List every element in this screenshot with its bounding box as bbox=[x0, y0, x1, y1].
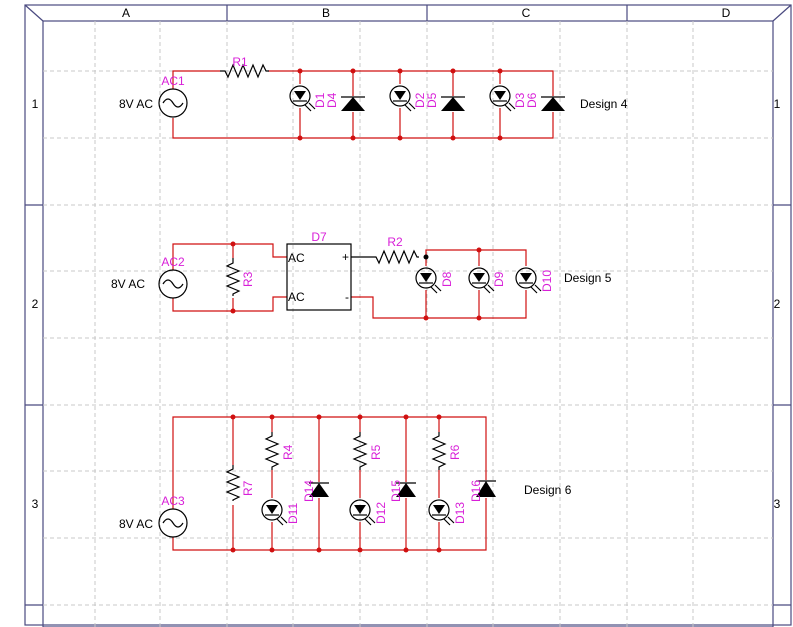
led-d11-icon bbox=[261, 499, 288, 526]
diode-d5-icon bbox=[441, 96, 465, 111]
design-6-circuit bbox=[158, 414, 496, 553]
row-label-1-left: 1 bbox=[32, 97, 39, 111]
design-5-circuit bbox=[158, 241, 542, 321]
bridge-pin-ac-top: AC bbox=[288, 251, 305, 265]
resistor-r1-icon bbox=[220, 63, 269, 79]
ref-d3: D3 bbox=[513, 92, 527, 108]
ref-d15: D15 bbox=[389, 480, 403, 502]
ref-d16: D16 bbox=[469, 480, 483, 502]
resistor-r2-icon bbox=[373, 249, 419, 265]
ref-r4: R4 bbox=[281, 444, 295, 460]
ref-d14: D14 bbox=[302, 480, 316, 502]
bridge-pin-ac-bottom: AC bbox=[288, 290, 305, 304]
diode-d4-icon bbox=[341, 96, 365, 111]
ref-r6: R6 bbox=[448, 444, 462, 460]
ac-source-icon bbox=[158, 269, 188, 299]
column-label-b: B bbox=[322, 6, 330, 20]
ref-d2: D2 bbox=[413, 92, 427, 108]
design-6-title: Design 6 bbox=[524, 483, 572, 497]
row-label-2-right: 2 bbox=[774, 297, 781, 311]
led-d9-icon bbox=[468, 267, 495, 294]
column-label-d: D bbox=[722, 6, 731, 20]
background-grid bbox=[43, 21, 773, 627]
ref-d5: D5 bbox=[425, 92, 439, 108]
design-4-title: Design 4 bbox=[580, 97, 628, 111]
bridge-pin-plus: + bbox=[342, 250, 349, 264]
ref-d1: D1 bbox=[313, 92, 327, 108]
ref-ac2: AC2 bbox=[161, 255, 185, 269]
ref-d9: D9 bbox=[492, 271, 506, 287]
led-d1-icon bbox=[289, 85, 316, 112]
ref-d7: D7 bbox=[311, 230, 327, 244]
bridge-rectifier-d7-icon bbox=[286, 243, 352, 311]
row-label-1-right: 1 bbox=[774, 97, 781, 111]
ref-r5: R5 bbox=[369, 444, 383, 460]
led-d13-icon bbox=[428, 499, 455, 526]
column-label-c: C bbox=[522, 6, 531, 20]
led-d10-icon bbox=[515, 267, 542, 294]
value-ac2: 8V AC bbox=[111, 277, 145, 291]
led-d2-icon bbox=[389, 85, 416, 112]
design-5-title: Design 5 bbox=[564, 271, 612, 285]
resistor-r7-icon bbox=[225, 465, 241, 501]
resistor-r6-icon bbox=[431, 432, 447, 470]
resistor-r5-icon bbox=[352, 432, 368, 470]
resistor-r3-icon bbox=[225, 258, 241, 296]
ref-d8: D8 bbox=[440, 271, 454, 287]
ref-d11: D11 bbox=[286, 503, 300, 524]
ref-ac3: AC3 bbox=[161, 494, 185, 508]
ref-d12: D12 bbox=[374, 502, 388, 524]
row-label-2-left: 2 bbox=[32, 297, 39, 311]
ref-r1: R1 bbox=[232, 55, 248, 69]
ref-d10: D10 bbox=[540, 270, 554, 292]
row-label-3-left: 3 bbox=[32, 497, 39, 511]
diode-d14-icon bbox=[309, 482, 329, 497]
column-label-a: A bbox=[122, 6, 130, 20]
diode-d16-icon bbox=[476, 480, 496, 497]
value-ac3: 8V AC bbox=[119, 517, 153, 531]
value-ac1: 8V AC bbox=[119, 97, 153, 111]
ac-source-icon bbox=[158, 88, 188, 118]
led-d3-icon bbox=[489, 85, 516, 112]
diode-d6-icon bbox=[541, 96, 565, 111]
ref-r3: R3 bbox=[241, 271, 255, 287]
ref-r2: R2 bbox=[387, 235, 403, 249]
resistor-r4-icon bbox=[264, 432, 280, 470]
drawing-frame bbox=[24, 4, 792, 627]
ac-source-icon bbox=[158, 508, 188, 538]
ref-d13: D13 bbox=[453, 502, 467, 524]
ref-r7: R7 bbox=[241, 480, 255, 496]
led-d8-icon bbox=[415, 267, 442, 294]
bridge-pin-minus: - bbox=[345, 290, 349, 304]
design-4-circuit bbox=[158, 63, 565, 141]
row-label-3-right: 3 bbox=[774, 497, 781, 511]
ref-d4: D4 bbox=[325, 92, 339, 108]
led-d12-icon bbox=[349, 499, 376, 526]
ref-ac1: AC1 bbox=[161, 74, 185, 88]
ref-d6: D6 bbox=[525, 92, 539, 108]
diode-d15-icon bbox=[396, 482, 416, 497]
